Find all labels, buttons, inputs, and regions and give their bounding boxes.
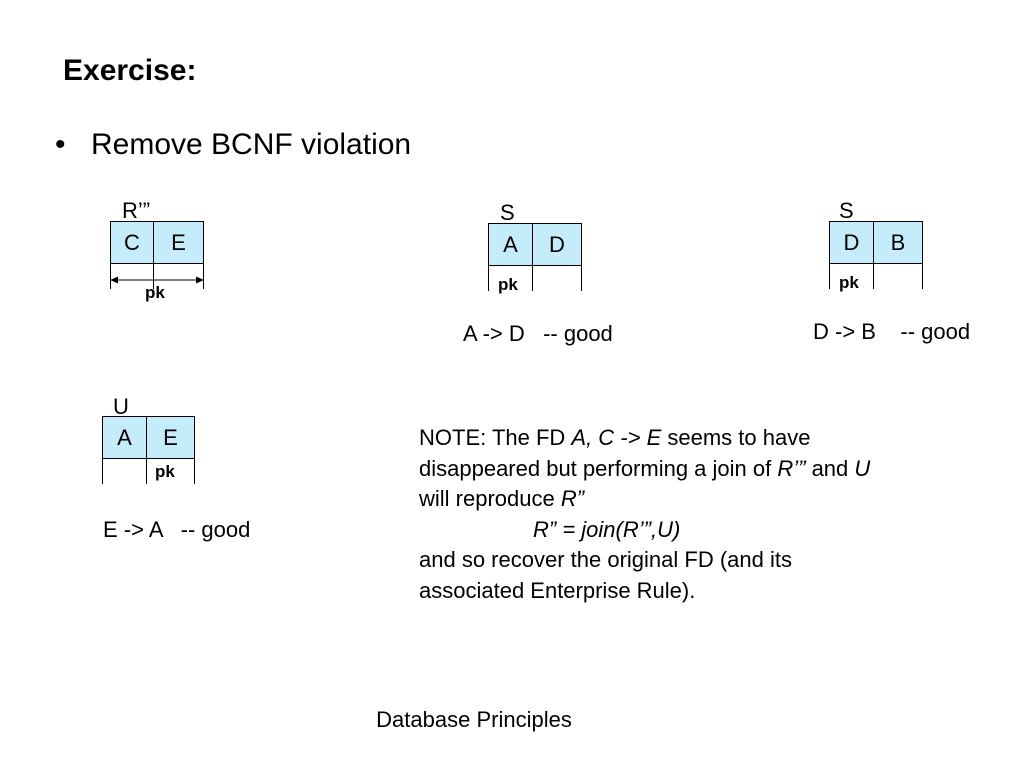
fd-e-a: E -> A -- good <box>103 517 251 542</box>
column-line <box>194 458 195 484</box>
pk-double-arrow <box>110 276 204 284</box>
note-text: NOTE: The FD A, C -> E seems to have dis… <box>419 423 979 606</box>
note-text-span: disappeared but performing a join of <box>419 455 778 481</box>
column-line <box>102 458 103 484</box>
attr-d-cell: D <box>830 222 874 264</box>
relation-r3-table: C E <box>110 221 204 264</box>
relation-s-ad-name: S <box>500 200 515 225</box>
relation-s-db-table: D B <box>829 221 923 264</box>
note-line-1: NOTE: The FD A, C -> E seems to have <box>419 423 979 454</box>
pk-label: pk <box>498 275 518 294</box>
column-line <box>532 265 533 291</box>
note-fd: A, C -> E <box>571 425 662 450</box>
note-relation: U <box>854 455 871 481</box>
slide-footer: Database Principles <box>376 707 572 732</box>
relation-s-ad-table: A D <box>488 223 582 266</box>
fd-a-d: A -> D -- good <box>463 321 613 346</box>
column-line <box>829 263 830 289</box>
note-relation: R’” <box>777 455 806 481</box>
slide-title: Exercise: <box>63 54 197 87</box>
note-line-6: associated Enterprise Rule). <box>419 577 696 603</box>
bullet-text: Remove BCNF violation <box>91 128 412 161</box>
attr-a-cell: A <box>489 224 533 266</box>
relation-s-db-name: S <box>839 198 854 223</box>
note-line-2: disappeared but performing a join of R’”… <box>419 454 979 485</box>
bullet-item: • Remove BCNF violation <box>55 128 411 162</box>
note-text-span: and <box>805 455 855 481</box>
attr-a-cell: A <box>103 417 147 459</box>
note-line-3: will reproduce R” <box>419 484 979 515</box>
column-line <box>922 263 923 289</box>
pk-bracket-right <box>203 263 204 289</box>
note-relation: R” <box>560 486 585 511</box>
relation-u-table: A E <box>102 416 195 459</box>
note-text-span: seems to have <box>661 425 811 450</box>
pk-label: pk <box>155 462 175 481</box>
pk-label: pk <box>145 283 165 302</box>
pk-bracket-mid <box>153 263 154 289</box>
column-line <box>488 265 489 291</box>
pk-label: pk <box>839 273 859 292</box>
column-line <box>581 265 582 291</box>
note-line-5: and so recover the original FD (and its <box>419 547 792 572</box>
attr-e-cell: E <box>154 222 204 264</box>
note-line-4: R” = join(R’”,U) <box>419 515 979 546</box>
pk-bracket-left <box>110 263 111 289</box>
note-text-span: NOTE: The FD <box>419 425 572 450</box>
bullet-icon: • <box>55 128 66 161</box>
attr-e-cell: E <box>147 417 195 459</box>
attr-b-cell: B <box>874 222 923 264</box>
note-text-span: will reproduce <box>419 486 561 511</box>
note-join-formula: R” = join(R’”,U) <box>533 516 681 542</box>
relation-r3-name: R’” <box>122 198 151 223</box>
attr-c-cell: C <box>111 222 154 264</box>
attr-d-cell: D <box>533 224 582 266</box>
relation-u-name: U <box>113 394 129 419</box>
column-line <box>146 458 147 484</box>
column-line <box>873 263 874 289</box>
fd-d-b: D -> B -- good <box>813 319 971 344</box>
